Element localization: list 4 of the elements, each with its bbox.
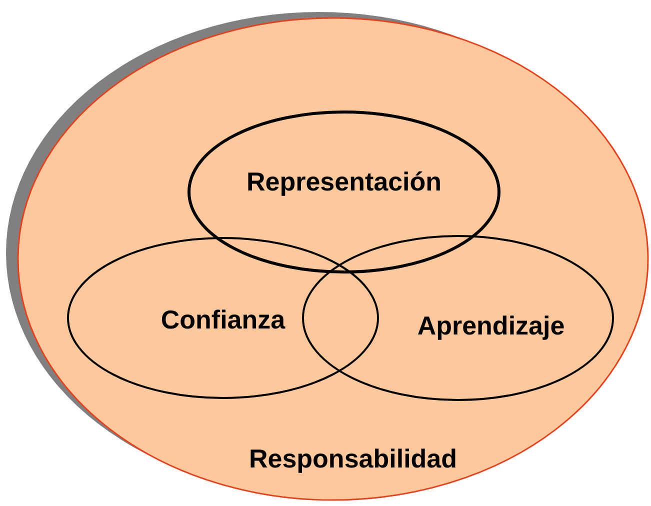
circle-label: Confianza [160, 304, 286, 336]
circle-label: Aprendizaje [417, 310, 565, 342]
circle-label: Representación [246, 166, 442, 198]
circle-label: Responsabilidad [248, 444, 458, 474]
